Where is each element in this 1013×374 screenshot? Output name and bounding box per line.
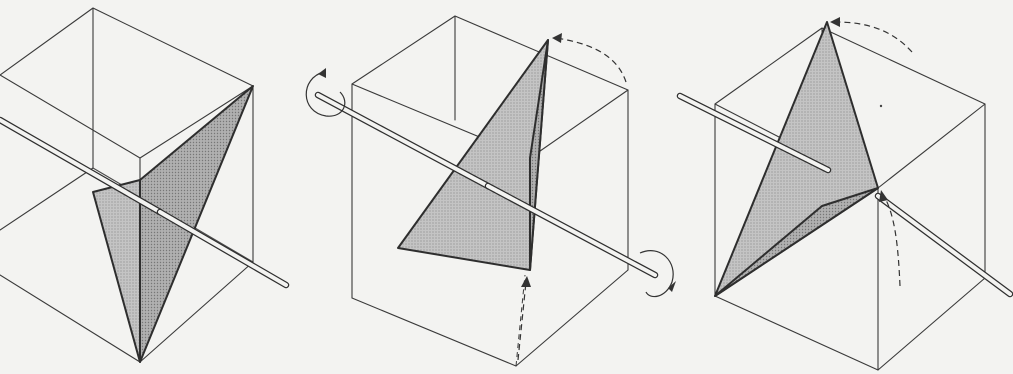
- panel-middle: [306, 16, 676, 366]
- panel-right: [680, 17, 1010, 370]
- shaded-section-back-left: [140, 86, 253, 362]
- curved-arrow-top: [552, 33, 626, 82]
- shaded-section-right: [715, 22, 878, 296]
- curved-arrow-top-right: [830, 17, 912, 52]
- small-mark: [880, 105, 882, 107]
- dashed-arrow-bottom: [518, 276, 531, 360]
- shaded-section-middle: [398, 40, 548, 270]
- shaded-section-front-left: [93, 180, 140, 362]
- rotation-arrow-bottom-right: [640, 251, 676, 297]
- panel-left: [0, 8, 286, 362]
